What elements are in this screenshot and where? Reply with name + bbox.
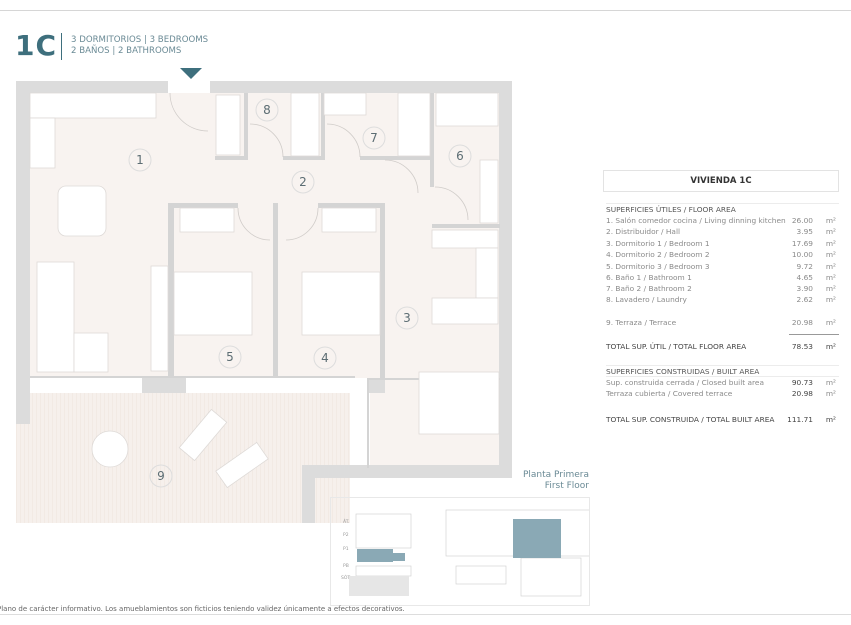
svg-text:3: 3: [403, 311, 411, 325]
top-divider: [0, 10, 851, 11]
key-plan-drawing: [349, 509, 589, 597]
bottom-divider: [0, 614, 851, 615]
room-5-label: 5: [218, 345, 242, 369]
floor-name-en: First Floor: [544, 481, 589, 491]
area-table: VIVIENDA 1C SUPERFICIES ÚTILES / FLOOR A…: [603, 170, 839, 424]
svg-text:9: 9: [157, 469, 165, 483]
bedrooms-label: 3 DORMITORIOS | 3 BEDROOMS: [71, 35, 209, 45]
level-label: ÁT.: [343, 520, 350, 525]
entry-arrow-icon: [180, 68, 202, 79]
room-4-label: 4: [313, 346, 337, 370]
room-9-label: 9: [149, 464, 173, 488]
level-label: PB: [343, 564, 349, 569]
door-swings: [169, 92, 469, 241]
interior-walls: [30, 93, 500, 468]
floor-area-header: SUPERFICIES ÚTILES / FLOOR AREA: [606, 203, 839, 215]
svg-text:5: 5: [226, 350, 234, 364]
total-built-row: TOTAL SUP. CONSTRUIDA / TOTAL BUILT AREA…: [606, 415, 836, 424]
level-label: SÓT.: [341, 576, 352, 581]
bathrooms-label: 2 BAÑOS | 2 BATHROOMS: [71, 46, 182, 56]
svg-text:8: 8: [263, 103, 271, 117]
terrace-floor: [16, 393, 350, 523]
current-level-highlight: [393, 553, 405, 561]
built-area-header: SUPERFICIES CONSTRUIDAS / BUILT AREA: [606, 365, 839, 377]
key-plan: ÁT. P2 P1 PB SÓT.: [330, 497, 590, 606]
room-8-label: 8: [255, 98, 279, 122]
svg-text:4: 4: [321, 351, 329, 365]
level-label: P1: [343, 547, 349, 552]
level-label: P2: [343, 533, 349, 538]
outer-walls: [16, 81, 512, 523]
key-plan-caption: Planta Primera First Floor: [523, 470, 589, 492]
table-title: VIVIENDA 1C: [603, 170, 839, 192]
svg-text:7: 7: [370, 131, 378, 145]
current-level-highlight: [357, 549, 393, 562]
room-labels: 1 2 3 4 5 6 7 8 9: [128, 98, 472, 488]
unit-code: 1C: [15, 29, 58, 62]
svg-text:2: 2: [299, 175, 307, 189]
built-rule: [606, 376, 839, 377]
svg-text:6: 6: [456, 149, 464, 163]
table-row: 1. Salón comedor cocina / Living dinning…: [606, 216, 836, 225]
basement-block: [349, 576, 409, 596]
room-1-label: 1: [128, 148, 152, 172]
room-7-label: 7: [362, 126, 386, 150]
room-2-label: 2: [291, 170, 315, 194]
furniture: [29, 92, 500, 489]
room-3-label: 3: [395, 306, 419, 330]
floor-name-es: Planta Primera: [522, 470, 589, 480]
disclaimer: Plano de carácter informativo. Los amueb…: [0, 605, 405, 613]
svg-text:1: 1: [136, 153, 144, 167]
table-row: Sup. construida cerrada / Closed built a…: [606, 378, 836, 387]
total-rule: [789, 334, 839, 335]
unit-highlight: [513, 519, 561, 558]
header-separator: [61, 33, 62, 60]
room-6-label: 6: [448, 144, 472, 168]
floor-plan: 1 2 3 4 5 6 7 8 9: [16, 81, 512, 523]
unit-info: 3 DORMITORIOS | 3 BEDROOMS 2 BAÑOS | 2 B…: [71, 35, 208, 57]
